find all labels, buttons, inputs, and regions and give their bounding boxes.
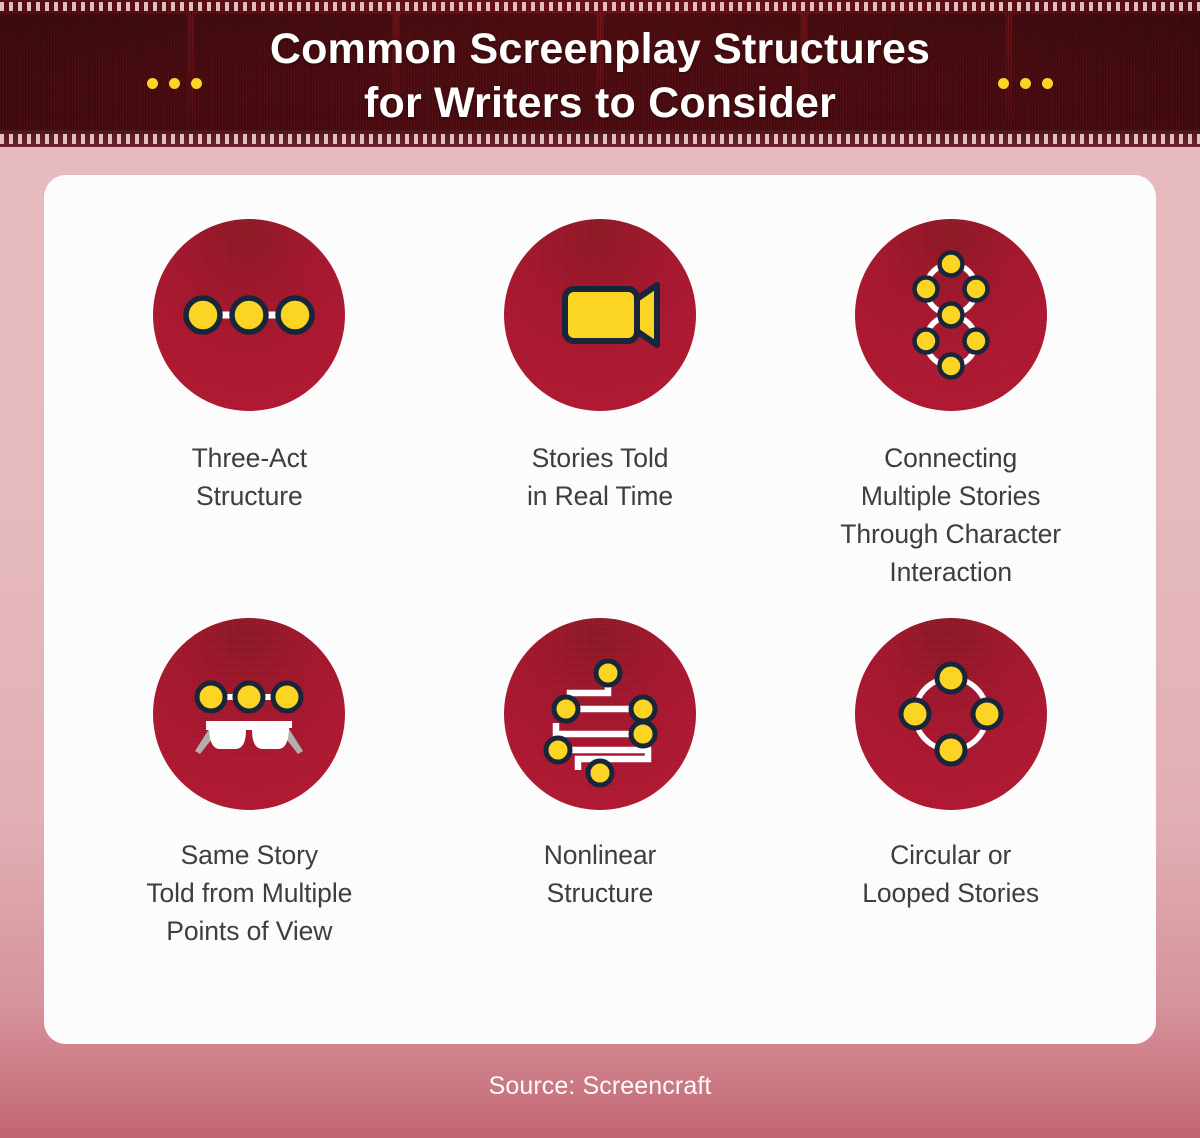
header-dot (147, 78, 158, 89)
structure-label: Circular or Looped Stories (862, 839, 1040, 908)
structure-item-real-time: Stories Told in Real Time (425, 219, 776, 618)
film-frame (0, 13, 189, 125)
structure-label: Three-Act Structure (191, 443, 308, 511)
page-title: Common Screenplay Structures for Writers… (0, 22, 1200, 130)
header-dot (998, 78, 1009, 89)
branching-path-icon (543, 658, 658, 787)
header-grain-texture (0, 0, 1200, 147)
structure-label: Stories Told in Real Time (526, 443, 674, 511)
structure-label: Connecting Multiple Stories Through Char… (840, 443, 1062, 587)
page-title-line-1: Common Screenplay Structures (269, 25, 931, 73)
page-title-line-2: for Writers to Consider (363, 79, 837, 127)
icon-badge (503, 617, 696, 810)
structure-item-connecting-stories: Connecting Multiple Stories Through Char… (775, 219, 1126, 618)
film-frame (398, 13, 597, 125)
icon-badge (854, 617, 1047, 810)
structure-item-circular: Circular or Looped Stories (775, 617, 1126, 1017)
filmstrip-header: Common Screenplay Structures for Writers… (0, 0, 1200, 147)
structure-item-nonlinear: Nonlinear Structure (425, 617, 776, 1017)
three-d-glasses-icon (194, 680, 304, 754)
video-camera-icon (561, 282, 660, 348)
header-dot (1020, 78, 1031, 89)
icon-badge (854, 219, 1047, 411)
source-credit: Source: Screencraft (488, 1072, 712, 1100)
structure-item-multiple-pov: Same Story Told from Multiple Points of … (74, 617, 425, 1017)
header-dots-right (998, 78, 1053, 89)
header-dots-left (147, 78, 202, 89)
content-card: Three-Act Structure Stories Told in Real… (44, 175, 1156, 1044)
header-dot (191, 78, 202, 89)
icon-badge (503, 219, 696, 411)
three-nodes-linear-icon (183, 295, 316, 335)
header-dot (1042, 78, 1053, 89)
structure-label: Nonlinear Structure (543, 839, 657, 908)
film-frames (0, 13, 1200, 125)
film-frame (602, 13, 802, 125)
structure-item-three-act: Three-Act Structure (74, 219, 425, 618)
header-dot (169, 78, 180, 89)
icon-badge (153, 617, 346, 810)
icon-badge (153, 219, 346, 411)
circular-loop-icon (898, 661, 1004, 766)
film-perforations-top (0, 2, 1200, 11)
figure-eight-network-icon (911, 250, 990, 380)
structure-label: Same Story Told from Multiple Points of … (146, 839, 353, 946)
film-frame (1011, 13, 1200, 125)
film-perforations-bottom (0, 134, 1200, 144)
film-frame (807, 13, 1006, 125)
structures-grid: Three-Act Structure Stories Told in Real… (44, 175, 1156, 1044)
film-frame (194, 13, 393, 125)
